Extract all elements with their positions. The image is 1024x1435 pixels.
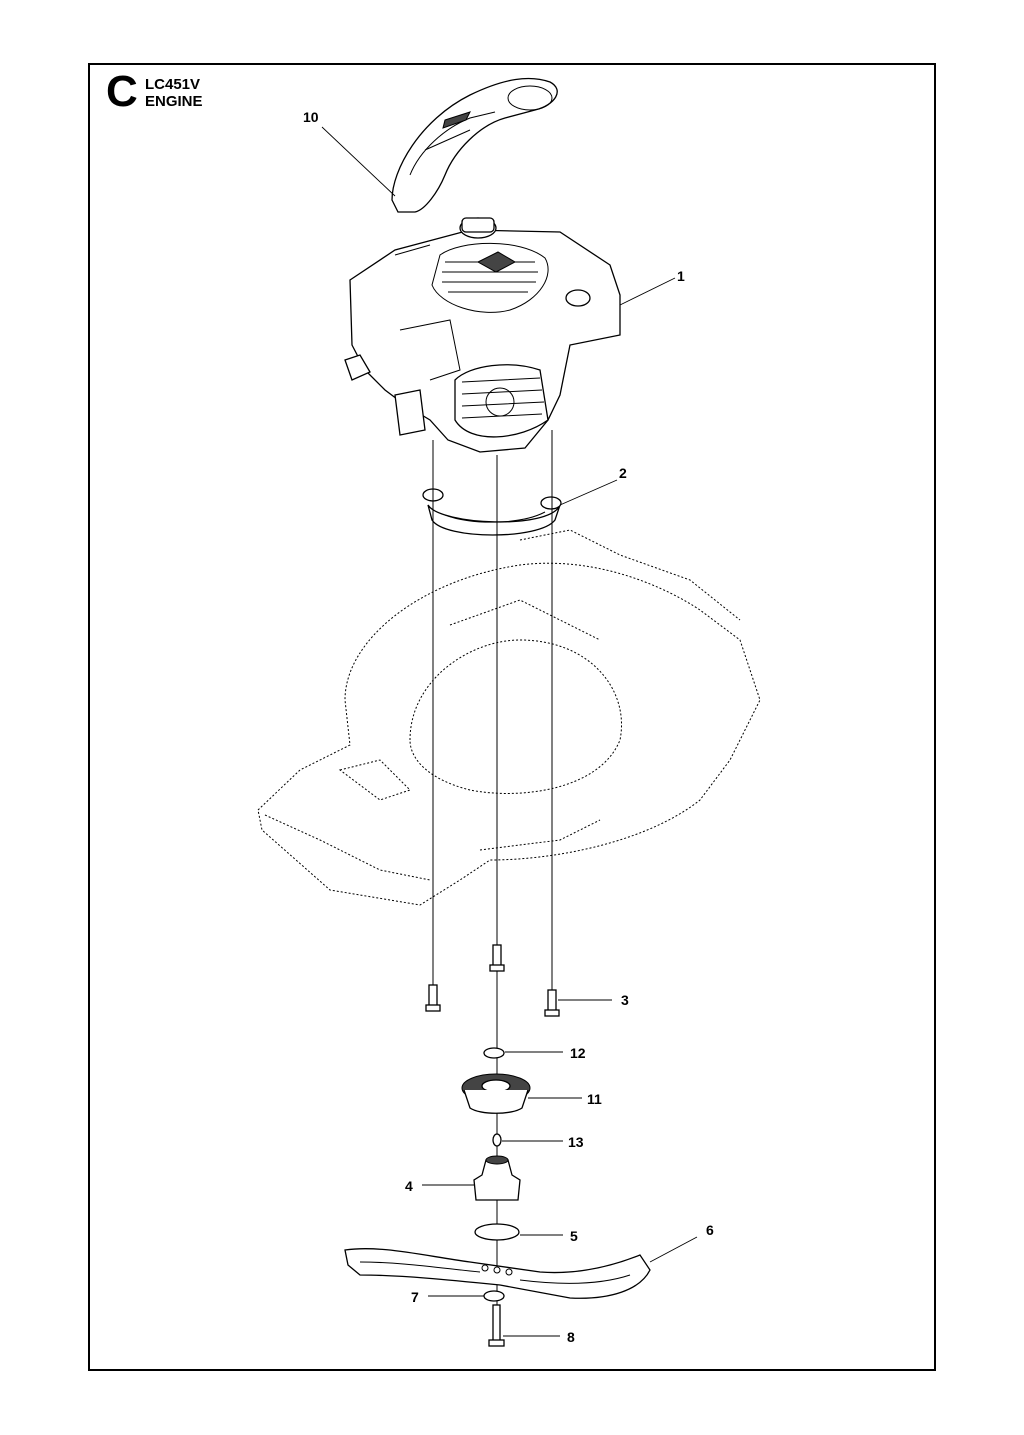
- section-letter: C: [106, 67, 138, 116]
- callout-7: 7: [411, 1289, 419, 1305]
- blade-washer-part: [483, 1290, 505, 1302]
- callout-12: 12: [570, 1045, 586, 1061]
- callout-8: 8: [567, 1329, 575, 1345]
- mower-deck-outline: [257, 529, 761, 906]
- callout-4: 4: [405, 1178, 413, 1194]
- fan-pulley-part: [461, 1073, 531, 1114]
- diagram-frame: [88, 63, 936, 1371]
- key-part: [492, 1133, 502, 1147]
- blade-bolt-part: [488, 1304, 505, 1347]
- callout-3: 3: [621, 992, 629, 1008]
- callout-1: 1: [677, 268, 685, 284]
- engine-cover-part: [391, 77, 558, 213]
- callout-2: 2: [619, 465, 627, 481]
- bolt-parts: [425, 944, 560, 1017]
- callout-6: 6: [706, 1222, 714, 1238]
- washer-plate-part: [474, 1223, 520, 1241]
- callout-5: 5: [570, 1228, 578, 1244]
- callout-13: 13: [568, 1134, 584, 1150]
- engine-part: [344, 217, 621, 453]
- callout-11: 11: [587, 1091, 602, 1107]
- leader-lines: [321, 126, 698, 1337]
- model-title: LC451V: [145, 76, 201, 93]
- spacer-ring-part: [422, 488, 562, 536]
- blade-part: [344, 1248, 651, 1299]
- section-title: ENGINE: [145, 93, 203, 110]
- small-washer-part: [483, 1047, 505, 1059]
- blade-adapter-part: [473, 1155, 521, 1201]
- callout-10: 10: [303, 109, 319, 125]
